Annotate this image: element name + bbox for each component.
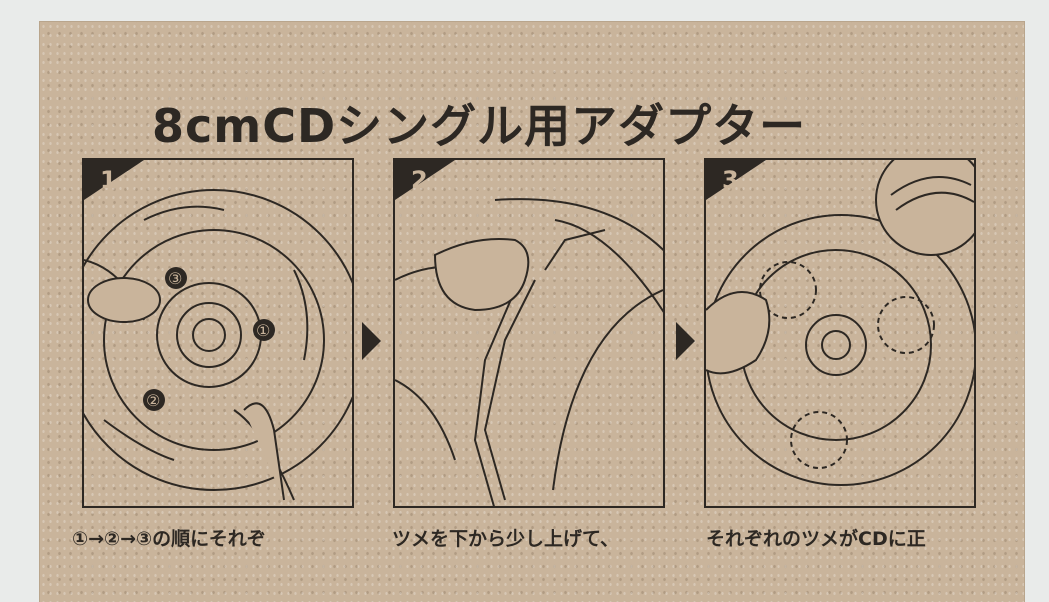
step-3-number: 3 (722, 166, 739, 194)
step-1-illustration: ③ ① ② (84, 160, 352, 501)
instruction-card: 8cmCDシングル用アダプター (40, 22, 1024, 602)
step-3-caption: それぞれのツメがCDに正 (706, 528, 926, 550)
marker-3: ③ (168, 269, 182, 288)
step-1-number: 1 (100, 166, 117, 194)
step-arrow-1 (362, 322, 381, 360)
marker-2: ② (146, 391, 160, 410)
product-title: 8cmCDシングル用アダプター (152, 99, 807, 153)
step-2-caption: ツメを下から少し上げて、 (392, 528, 620, 550)
step-1-caption: ①→②→③の順にそれぞ (72, 528, 266, 550)
step-2-illustration (395, 160, 663, 506)
step-arrow-2 (676, 322, 695, 360)
step-3-illustration (706, 160, 974, 486)
step-1-panel: 1 ③ ① ② (82, 158, 354, 508)
marker-1: ① (256, 321, 270, 340)
step-2-number: 2 (411, 166, 428, 194)
step-3-panel: 3 (704, 158, 976, 508)
step-2-panel: 2 (393, 158, 665, 508)
